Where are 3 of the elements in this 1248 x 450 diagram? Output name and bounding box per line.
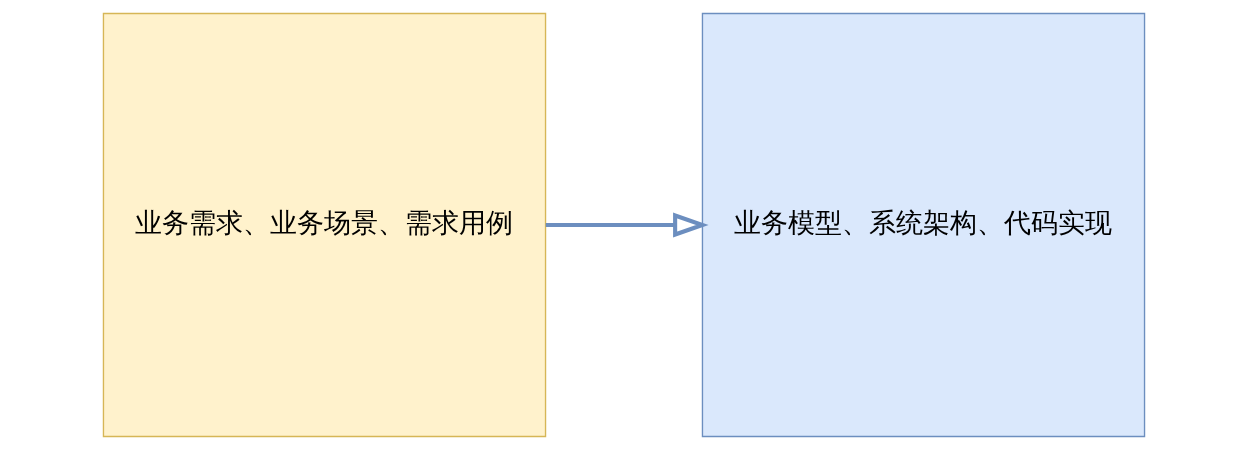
arrow <box>545 212 709 238</box>
node-box: 业务需求、业务场景、需求用例 <box>102 12 547 438</box>
node-box: 业务模型、系统架构、代码实现 <box>701 12 1146 438</box>
